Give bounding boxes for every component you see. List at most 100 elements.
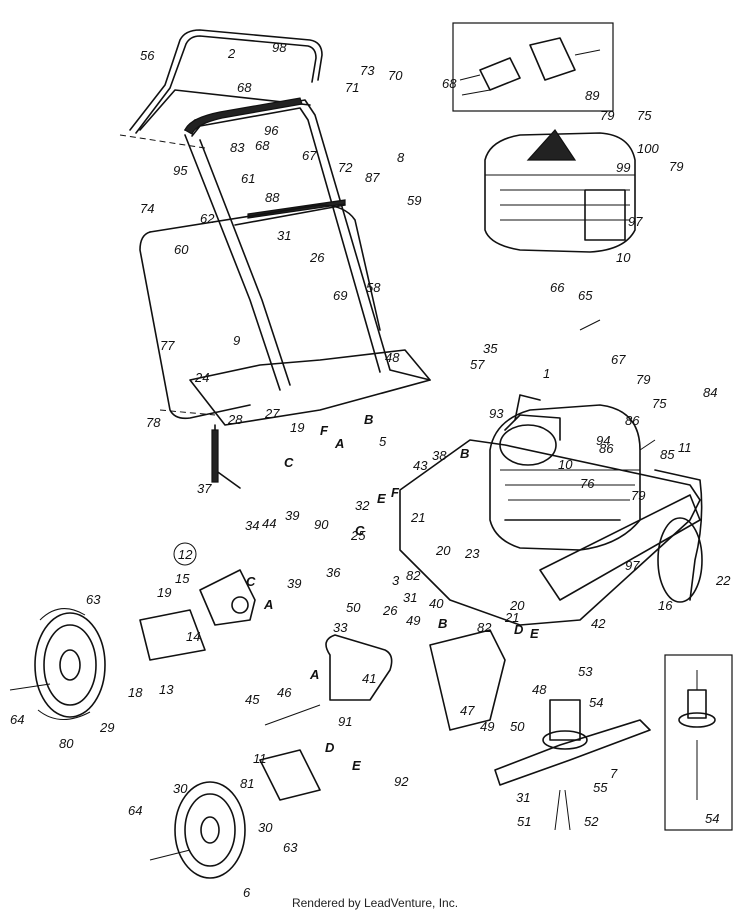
part-label: 31: [403, 590, 417, 605]
part-label: 3: [392, 573, 400, 588]
part-label: 61: [241, 171, 255, 186]
part-label: 63: [86, 592, 101, 607]
part-label: 68: [442, 76, 457, 91]
part-label: 87: [365, 170, 380, 185]
part-label: B: [460, 446, 469, 461]
grass-catcher: [139, 204, 431, 489]
part-label: 58: [366, 280, 381, 295]
part-label: 56: [140, 48, 155, 63]
part-label: 93: [489, 406, 504, 421]
part-label: 19: [290, 420, 304, 435]
part-label: 46: [277, 685, 292, 700]
part-label: 89: [585, 88, 599, 103]
part-label: 96: [264, 123, 279, 138]
part-label: E: [530, 626, 539, 641]
carburetor-inset-box: [452, 22, 614, 112]
part-label: 37: [197, 481, 212, 496]
part-label: 63: [283, 840, 298, 855]
part-label: 52: [584, 814, 599, 829]
part-label: 21: [410, 510, 425, 525]
part-label: 64: [128, 803, 142, 818]
part-label: 9: [233, 333, 240, 348]
part-label: 88: [265, 190, 280, 205]
part-label: 6: [243, 885, 251, 900]
part-label: 81: [240, 776, 254, 791]
part-label: 97: [625, 558, 640, 573]
engine: [489, 394, 641, 551]
part-label: 75: [652, 396, 667, 411]
part-label: 53: [578, 664, 593, 679]
part-label: 39: [285, 508, 299, 523]
part-label: 92: [394, 774, 409, 789]
part-label: 74: [140, 201, 154, 216]
part-label: 91: [338, 714, 352, 729]
mower-deck: [399, 439, 703, 626]
part-label: 55: [593, 780, 608, 795]
part-label: 79: [631, 488, 645, 503]
part-label: 10: [616, 250, 631, 265]
part-label: 41: [362, 671, 376, 686]
part-label: 35: [483, 341, 498, 356]
reference-circle: [173, 542, 197, 566]
part-label: 78: [146, 415, 161, 430]
upper-handle: [119, 29, 323, 149]
lower-handle: [184, 97, 431, 391]
part-label: 10: [558, 457, 573, 472]
part-label: 99: [616, 160, 630, 175]
part-label: A: [309, 667, 319, 682]
part-label: 30: [173, 781, 188, 796]
part-label: 97: [628, 214, 643, 229]
part-label: 49: [406, 613, 420, 628]
part-label: 71: [345, 80, 359, 95]
part-label: 12: [178, 547, 193, 562]
part-label: 1: [543, 366, 550, 381]
left-rear-wheel: [174, 781, 246, 879]
part-label: F: [320, 423, 329, 438]
part-label: 38: [432, 448, 447, 463]
part-label: 26: [382, 603, 398, 618]
part-label: 49: [480, 719, 494, 734]
part-label: 34: [245, 518, 259, 533]
engine-inset: [484, 129, 636, 253]
part-label: 84: [703, 385, 717, 400]
part-label: C: [284, 455, 294, 470]
part-label: 14: [186, 629, 200, 644]
part-label: 48: [532, 682, 547, 697]
part-label: D: [325, 740, 335, 755]
part-label: 86: [599, 441, 614, 456]
part-label: 5: [379, 434, 387, 449]
part-label: 36: [326, 565, 341, 580]
rear-door: [325, 629, 506, 731]
part-label: 48: [385, 350, 400, 365]
part-label: 31: [516, 790, 530, 805]
part-label: 65: [578, 288, 593, 303]
part-label: 20: [435, 543, 451, 558]
part-label: 70: [388, 68, 403, 83]
part-label: 85: [660, 447, 675, 462]
part-label: 28: [227, 412, 243, 427]
part-label: 30: [258, 820, 273, 835]
part-label: 44: [262, 516, 276, 531]
part-label: 77: [160, 338, 175, 353]
part-label: 43: [413, 458, 428, 473]
part-label: C: [246, 574, 256, 589]
part-label: 25: [350, 528, 366, 543]
part-label: 79: [600, 108, 614, 123]
part-label: 51: [517, 814, 531, 829]
part-label: 80: [59, 736, 74, 751]
part-label: 62: [200, 211, 215, 226]
part-label: 76: [580, 476, 595, 491]
part-label: 2: [227, 46, 236, 61]
part-label: 29: [99, 720, 114, 735]
part-label: C: [355, 523, 365, 538]
part-label: 98: [272, 40, 287, 55]
part-label: B: [438, 616, 447, 631]
part-label: 79: [669, 159, 683, 174]
part-label: A: [263, 597, 273, 612]
blade-adapter-parts: [678, 670, 716, 800]
part-label: B: [364, 412, 373, 427]
part-label: 64: [10, 712, 24, 727]
part-label: 20: [509, 598, 525, 613]
part-label: 79: [636, 372, 650, 387]
